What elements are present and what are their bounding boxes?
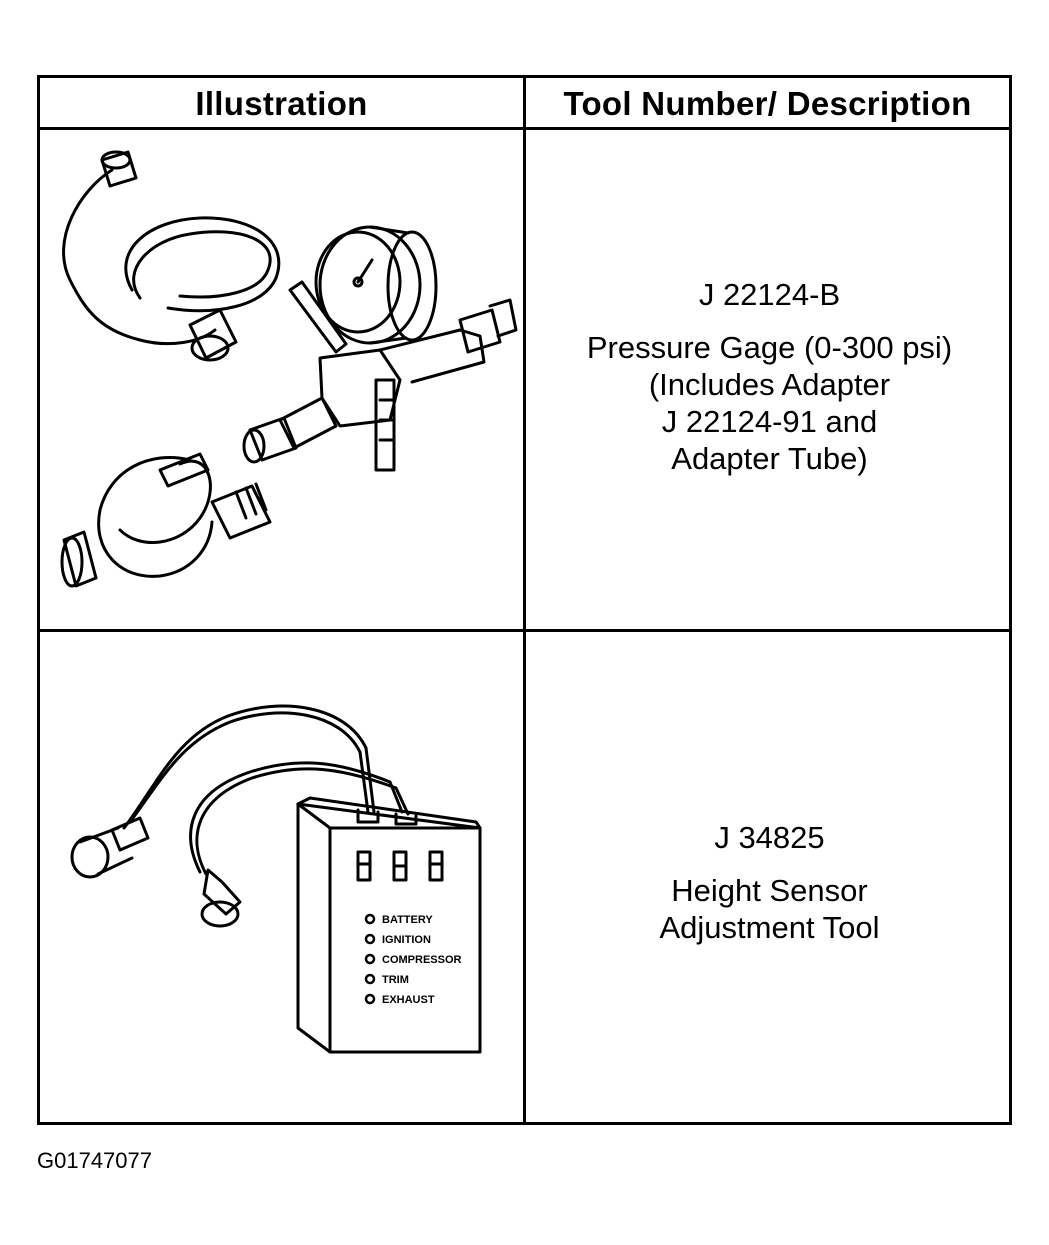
header-tool-description: Tool Number/ Description (563, 85, 972, 122)
indicator-label-exhaust: EXHAUST (382, 994, 435, 1006)
pressure-gage-illustration (60, 150, 518, 588)
tool-name-line: Height Sensor (671, 873, 868, 908)
tool-note-line: (Includes Adapter (648, 367, 891, 402)
indicator-label-trim: TRIM (382, 974, 409, 986)
tool-note-line: J 22124-91 and (661, 404, 878, 439)
indicator-label-ignition: IGNITION (382, 934, 431, 946)
column-divider (523, 75, 526, 1125)
tool-number: J 22124-B (698, 277, 841, 312)
indicator-label-battery: BATTERY (382, 914, 433, 926)
header-illustration: Illustration (195, 85, 368, 122)
figure-code: G01747077 (37, 1148, 152, 1173)
indicator-label-compressor: COMPRESSOR (382, 954, 462, 966)
tool-name: Pressure Gage (0-300 psi) (586, 330, 953, 365)
tool-number: J 34825 (714, 820, 825, 855)
tool-name-line: Adjustment Tool (659, 910, 880, 945)
tool-description-j34825: J 34825 Height Sensor Adjustment Tool (527, 819, 1012, 946)
tool-note-line: Adapter Tube) (671, 441, 868, 476)
height-sensor-tool-illustration: BATTERY IGNITION COMPRESSOR TRIM EXHAUST (70, 704, 482, 1054)
tool-description-j22124b: J 22124-B Pressure Gage (0-300 psi) (Inc… (527, 276, 1012, 477)
